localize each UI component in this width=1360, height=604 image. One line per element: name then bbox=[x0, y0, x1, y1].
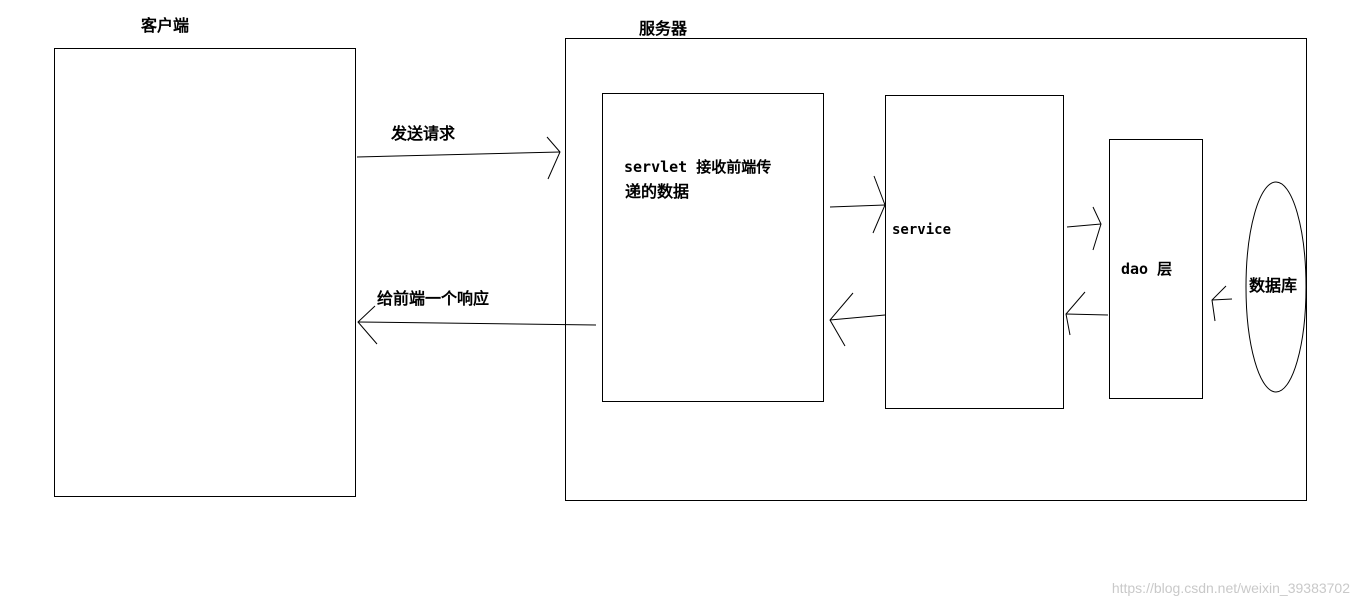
service-label: service bbox=[892, 222, 952, 238]
database-ellipse bbox=[1245, 181, 1307, 393]
response-label: 给前端一个响应 bbox=[377, 289, 490, 308]
service-to-dao-arrow bbox=[1066, 206, 1102, 251]
client-title: 客户端 bbox=[141, 16, 190, 35]
servlet-label-line2: 递的数据 bbox=[625, 182, 690, 201]
database-label: 数据库 bbox=[1249, 276, 1298, 295]
servlet-label-line1: servlet 接收前端传 bbox=[624, 158, 772, 176]
client-box bbox=[54, 48, 356, 497]
request-arrow bbox=[356, 136, 561, 180]
server-title: 服务器 bbox=[639, 19, 688, 38]
dao-box bbox=[1109, 139, 1203, 399]
service-box bbox=[885, 95, 1064, 409]
response-arrow bbox=[357, 305, 597, 345]
dao-label: dao 层 bbox=[1121, 260, 1173, 278]
database-to-dao-arrow bbox=[1211, 285, 1233, 322]
service-to-servlet-arrow bbox=[829, 292, 886, 347]
request-label: 发送请求 bbox=[391, 124, 456, 143]
watermark: https://blog.csdn.net/weixin_39383702 bbox=[1111, 580, 1350, 596]
servlet-box bbox=[602, 93, 824, 402]
servlet-to-service-arrow bbox=[829, 175, 886, 234]
dao-to-service-arrow bbox=[1065, 291, 1109, 336]
